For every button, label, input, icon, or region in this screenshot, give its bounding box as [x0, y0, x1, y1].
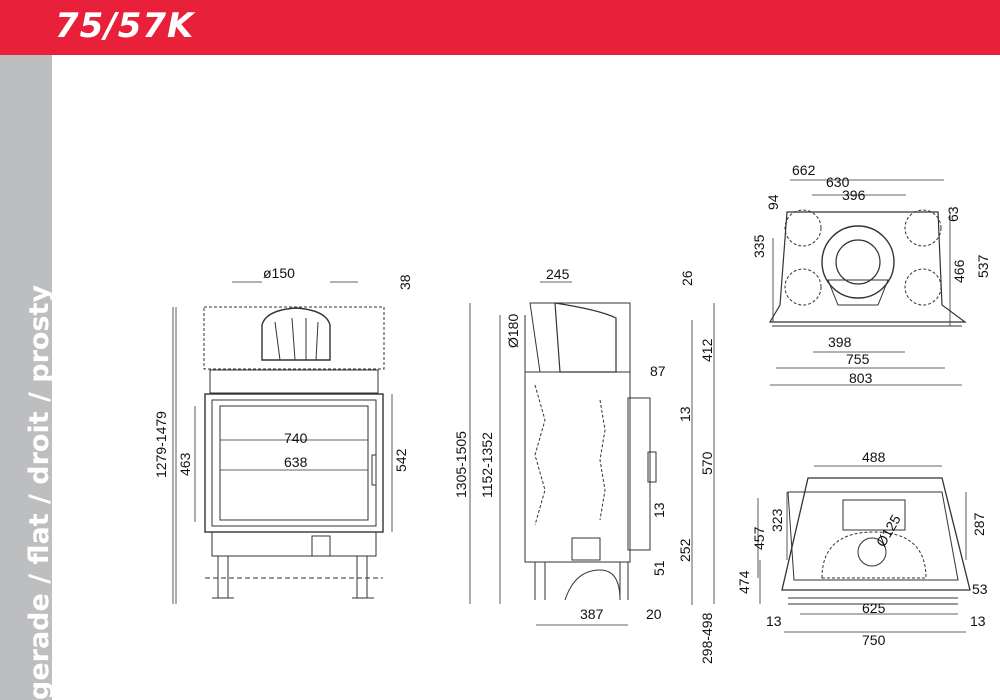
top-w630: 630: [826, 174, 850, 190]
side-d252: 252: [677, 538, 693, 562]
top-w803: 803: [849, 370, 873, 386]
plan-flue: Ø125: [873, 512, 904, 550]
top-w398: 398: [828, 334, 852, 350]
header-bar: 75/57K: [0, 0, 1000, 55]
top-w396: 396: [842, 187, 866, 203]
side-d387: 387: [580, 606, 604, 622]
side-d87: 87: [650, 363, 666, 379]
top-d537: 537: [975, 254, 991, 278]
side-d412: 412: [699, 338, 715, 362]
side-h1: 1305-1505: [453, 431, 469, 498]
front-top-label: 38: [397, 274, 413, 290]
top-view: [768, 179, 967, 386]
top-d335: 335: [751, 234, 767, 258]
plan-w625: 625: [862, 600, 886, 616]
front-total-height: 1279-1479: [153, 411, 169, 478]
plan-view: [757, 465, 971, 633]
front-outer-width: 740: [284, 430, 308, 446]
sidebar-strip: gerade / flat / droit / prosty: [0, 55, 55, 700]
plan-d13-left: 13: [766, 613, 782, 629]
side-depth-top: 245: [546, 266, 570, 282]
front-glass-height: 542: [393, 448, 409, 472]
top-w662: 662: [792, 162, 816, 178]
side-d13b: 13: [651, 502, 667, 518]
front-frame-height: 463: [177, 452, 193, 476]
front-view: [172, 281, 393, 604]
side-top-offset: 26: [679, 270, 695, 286]
plan-d457: 457: [751, 526, 767, 550]
plan-w750: 750: [862, 632, 886, 648]
plan-w488: 488: [862, 449, 886, 465]
plan-d287: 287: [971, 512, 987, 536]
side-d20: 20: [646, 606, 662, 622]
front-flue-label: ø150: [263, 265, 295, 281]
side-flue: Ø180: [505, 314, 521, 348]
model-title: 75/57K: [55, 6, 195, 46]
top-d466: 466: [951, 259, 967, 283]
side-h2: 1152-1352: [479, 432, 495, 498]
side-d570: 570: [699, 451, 715, 475]
plan-d13-right: 13: [970, 613, 986, 629]
plan-d474: 474: [736, 570, 752, 594]
side-d51: 51: [651, 560, 667, 576]
top-w755: 755: [846, 351, 870, 367]
side-legs: 298-498: [699, 612, 715, 664]
top-d63: 63: [945, 206, 961, 222]
top-d94: 94: [765, 194, 781, 210]
plan-d323: 323: [769, 508, 785, 532]
plan-d53: 53: [972, 581, 988, 597]
side-view: [469, 281, 715, 626]
side-d13a: 13: [677, 406, 693, 422]
front-inner-width: 638: [284, 454, 308, 470]
